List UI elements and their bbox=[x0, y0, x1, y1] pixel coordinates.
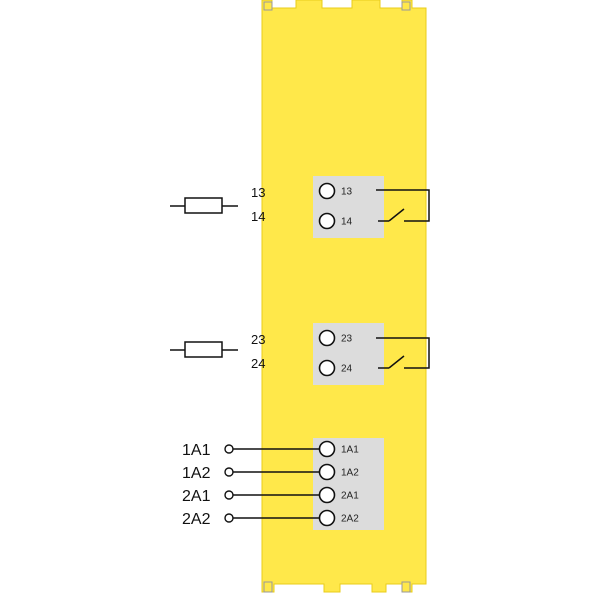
terminal-23[interactable] bbox=[318, 329, 336, 347]
terminal-label-13: 13 bbox=[341, 187, 353, 198]
terminal-label-14: 14 bbox=[341, 217, 353, 228]
wire-end-1a1 bbox=[224, 444, 234, 454]
terminal-label-1a1: 1A1 bbox=[341, 445, 359, 456]
terminal-label-2a2: 2A2 bbox=[341, 514, 359, 525]
resistor-23-24 bbox=[170, 341, 238, 358]
side-label-1a1: 1A1 bbox=[182, 442, 211, 459]
wire-end-2a1 bbox=[224, 490, 234, 500]
terminal-label-23: 23 bbox=[341, 334, 353, 345]
top-clips bbox=[263, 1, 411, 11]
module-housing bbox=[261, 0, 427, 593]
terminal-24[interactable] bbox=[318, 359, 336, 377]
terminal-label-2a1: 2A1 bbox=[341, 491, 359, 502]
side-label-23: 23 bbox=[251, 332, 265, 347]
supply-block: 1A1 1A1 1A2 1A2 2A1 2A1 2A2 2A2 bbox=[182, 438, 384, 530]
terminal-14[interactable] bbox=[318, 212, 336, 230]
wire-end-2a2 bbox=[224, 513, 234, 523]
contact-block-23-24: 23 24 23 24 bbox=[170, 323, 430, 385]
bottom-clips bbox=[263, 581, 411, 593]
terminal-2a1[interactable] bbox=[318, 486, 336, 504]
side-label-2a1: 2A1 bbox=[182, 488, 211, 505]
contact-block-13-14: 13 14 13 14 bbox=[170, 176, 430, 238]
contact-symbol-23-24 bbox=[376, 337, 430, 369]
contact-symbol-13-14 bbox=[376, 189, 430, 222]
terminal-2a2[interactable] bbox=[318, 509, 336, 527]
terminal-label-24: 24 bbox=[341, 364, 353, 375]
side-label-2a2: 2A2 bbox=[182, 511, 211, 528]
side-label-13: 13 bbox=[251, 185, 265, 200]
side-label-14: 14 bbox=[251, 209, 265, 224]
wire-end-1a2 bbox=[224, 467, 234, 477]
side-label-24: 24 bbox=[251, 356, 265, 371]
terminal-label-1a2: 1A2 bbox=[341, 468, 359, 479]
resistor-13-14 bbox=[170, 197, 238, 214]
terminal-1a1[interactable] bbox=[318, 440, 336, 458]
terminal-13[interactable] bbox=[318, 182, 336, 200]
side-label-1a2: 1A2 bbox=[182, 465, 211, 482]
terminal-1a2[interactable] bbox=[318, 463, 336, 481]
